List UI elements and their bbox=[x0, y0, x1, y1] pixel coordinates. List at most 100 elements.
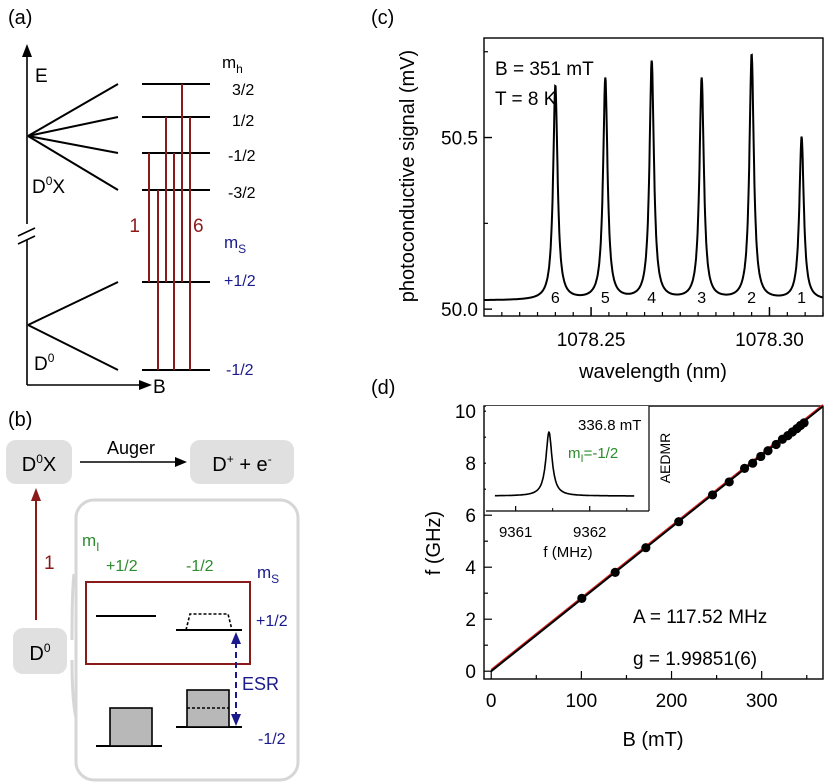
upper-population-outline bbox=[185, 613, 233, 631]
inset-xlabel: f (MHz) bbox=[543, 544, 592, 561]
mh-label: mh bbox=[222, 53, 243, 76]
ms-value-minus: -1/2 bbox=[258, 731, 286, 748]
esr-label: ESR bbox=[242, 674, 279, 694]
plot-d-frame bbox=[483, 405, 824, 680]
panel-a: (a) E B D0X D0 bbox=[8, 7, 256, 398]
mi-label: mI bbox=[82, 531, 100, 554]
data-points bbox=[577, 418, 809, 604]
ms-level-label: +1/2 bbox=[224, 273, 256, 290]
level-fan-line bbox=[27, 83, 119, 137]
x-tick-label: 200 bbox=[656, 691, 688, 712]
plot-c-frame bbox=[483, 37, 824, 317]
y-tick-label: 4 bbox=[465, 558, 476, 579]
data-point bbox=[641, 543, 651, 553]
data-point bbox=[771, 439, 781, 450]
mh-level-label: 1/2 bbox=[232, 113, 254, 130]
inset-side-label: AEDMR bbox=[657, 433, 673, 484]
data-point bbox=[674, 517, 684, 527]
annotation-hyperfine: A = 117.52 MHz bbox=[633, 607, 767, 628]
panel-a-label: (a) bbox=[8, 7, 32, 29]
inset-ticks bbox=[515, 506, 628, 511]
level-fan-line bbox=[27, 116, 119, 137]
auger-label: Auger bbox=[107, 438, 155, 458]
axis-break-mark bbox=[17, 235, 36, 245]
transition-label-first: 1 bbox=[129, 216, 140, 237]
spectrum-curve bbox=[484, 53, 824, 301]
d0-state-label: D0 bbox=[29, 641, 50, 665]
ms-label: mS bbox=[224, 233, 246, 256]
x-tick-label: 1078.30 bbox=[735, 330, 804, 351]
peak-label: 4 bbox=[647, 290, 656, 307]
d0x-state-label: D0X bbox=[22, 452, 56, 476]
y-tick-label: 10 bbox=[455, 402, 476, 423]
excitation-label: 1 bbox=[44, 553, 55, 574]
lower-population-plus bbox=[109, 707, 153, 747]
data-point bbox=[610, 567, 620, 578]
d0-box bbox=[13, 628, 67, 674]
level-fan-line bbox=[27, 324, 119, 371]
y-tick-label: 8 bbox=[465, 454, 476, 475]
data-point bbox=[799, 418, 809, 428]
panel-c-label: (c) bbox=[371, 7, 394, 29]
plot-c-xlabel: wavelength (nm) bbox=[578, 361, 727, 383]
x-tick-label: 0 bbox=[486, 691, 497, 712]
energy-axis-label: E bbox=[35, 66, 48, 87]
y-tick-label: 6 bbox=[465, 506, 476, 527]
plot-c-ticks bbox=[484, 51, 824, 316]
peak-label: 6 bbox=[551, 290, 560, 307]
annotation-temperature: T = 8 K bbox=[495, 89, 557, 110]
y-tick-label: 50.5 bbox=[441, 129, 478, 150]
peak-label: 2 bbox=[747, 290, 756, 307]
y-tick-label: 2 bbox=[465, 610, 476, 631]
plot-d-ylabel: f (GHz) bbox=[423, 511, 445, 575]
y-tick-label: 50.0 bbox=[441, 300, 478, 321]
mh-level-label: -3/2 bbox=[228, 185, 256, 202]
ms-value-plus: +1/2 bbox=[256, 613, 288, 630]
inset-x-tick-label: 9361 bbox=[499, 524, 532, 541]
optical-transitions bbox=[148, 84, 191, 370]
panel-b-label: (b) bbox=[8, 409, 32, 431]
annotation-g-factor: g = 1.99851(6) bbox=[633, 649, 757, 670]
x-tick-label: 100 bbox=[566, 691, 598, 712]
callout-connector bbox=[70, 573, 76, 641]
energy-axis-arrow bbox=[22, 44, 32, 57]
dplus-state-label: D+ + e- bbox=[212, 452, 271, 476]
inset-resonance-curve bbox=[494, 431, 635, 497]
level-fan-line bbox=[27, 135, 119, 191]
ms-label-b: mS bbox=[257, 563, 279, 586]
field-axis-arrow bbox=[139, 380, 152, 390]
esr-arrow-head-down bbox=[231, 714, 241, 726]
panel-b: (b) D0X Auger D+ + e- 1 D0 mI +1/2 -1/2 … bbox=[6, 409, 300, 782]
d0-detail-box bbox=[74, 498, 300, 782]
panel-d-label: (d) bbox=[371, 377, 395, 399]
data-point bbox=[577, 593, 587, 604]
auger-arrow-head bbox=[175, 457, 187, 467]
mi-value-minus: -1/2 bbox=[186, 558, 214, 575]
esr-arrow-head-up bbox=[231, 632, 241, 644]
dplus-box bbox=[190, 440, 294, 484]
peak-label: 3 bbox=[697, 290, 706, 307]
level-fan-line bbox=[27, 135, 119, 154]
peak-label: 5 bbox=[601, 290, 610, 307]
plot-c-ylabel: photoconductive signal (mV) bbox=[397, 50, 419, 302]
data-point bbox=[748, 458, 758, 468]
inset-field-label: 336.8 mT bbox=[578, 417, 641, 434]
level-fan-line bbox=[27, 281, 119, 326]
x-tick-label: 300 bbox=[746, 691, 778, 712]
d0x-label: D0X bbox=[32, 174, 65, 198]
transition-label-last: 6 bbox=[193, 216, 204, 237]
data-point bbox=[763, 446, 773, 456]
mi-value-plus: +1/2 bbox=[106, 558, 138, 575]
excitation-arrow-head bbox=[31, 488, 41, 501]
annotation-field: B = 351 mT bbox=[495, 59, 594, 80]
d0-label: D0 bbox=[34, 351, 55, 375]
x-tick-label: 1078.25 bbox=[557, 330, 626, 351]
d0x-box bbox=[6, 440, 72, 484]
